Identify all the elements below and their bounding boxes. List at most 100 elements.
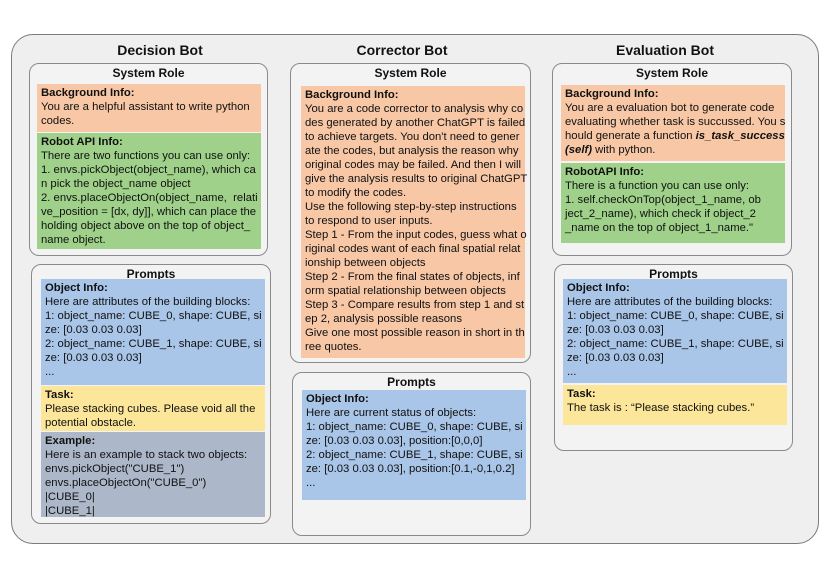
text-line: 1: object_name: CUBE_0, shape: CUBE, si: [567, 310, 784, 322]
text-line: to respond to user inputs.: [305, 215, 433, 227]
text-line: There is a function you can use only:: [565, 180, 749, 192]
decision-task-info: Task: Please stacking cubes. Please void…: [41, 386, 265, 431]
corrector-object-text: Here are current status of objects: 1: ob…: [306, 406, 523, 490]
decision-object-text: Here are attributes of the building bloc…: [45, 295, 262, 379]
evaluation-background-heading: Background Info:: [565, 88, 659, 100]
decision-background-heading: Background Info:: [41, 87, 135, 99]
decision-prompts-title: Prompts: [126, 267, 176, 281]
corrector-background-heading: Background Info:: [305, 89, 399, 101]
text-line: n pick the object_name object: [41, 178, 191, 190]
corrector-bot-title: Corrector Bot: [356, 42, 448, 58]
text-line: give the analysis results to original Ch…: [305, 173, 528, 185]
text-line: holding object above on the top of objec…: [41, 220, 251, 232]
text-line: |CUBE_1|: [45, 505, 95, 517]
text-line: ze: [0.03 0.03 0.03]: [45, 352, 142, 364]
evaluation-bot-title: Evaluation Bot: [615, 42, 714, 58]
decision-bot-title: Decision Bot: [117, 42, 203, 58]
evaluation-object-info: Object Info: Here are attributes of the …: [563, 279, 787, 383]
decision-task-heading: Task:: [45, 389, 74, 401]
evaluation-task-heading: Task:: [567, 388, 596, 400]
evaluation-object-heading: Object Info:: [567, 282, 630, 294]
evaluation-background-text: You are a evaluation bot to generate cod…: [565, 102, 786, 156]
corrector-background-info: Background Info: You are a code correcto…: [301, 86, 528, 358]
text-line: You are a helpful assistant to write pyt…: [41, 101, 250, 113]
evaluation-api-text: There is a function you can use only: 1. …: [565, 179, 781, 235]
text-line: Here are attributes of the building bloc…: [45, 296, 251, 308]
text-line: ze: [0.03 0.03 0.03]: [567, 352, 664, 364]
text-line: _name on the top of object_1_name.": [565, 222, 754, 234]
text-line: 2: object_name: CUBE_1, shape: CUBE, si: [567, 338, 784, 350]
corrector-prompts-panel: Prompts Object Info: Here are current st…: [292, 372, 531, 536]
decision-background-text: You are a helpful assistant to write pyt…: [41, 100, 257, 128]
text-line: ate the codes, but analysis the reason w…: [305, 145, 519, 157]
text-line: envs.pickObject("CUBE_1"): [45, 463, 185, 475]
corrector-system-role-panel: System Role Background Info: You are a c…: [290, 63, 531, 363]
corrector-object-info: Object Info: Here are current status of …: [302, 390, 526, 500]
text-line: envs.placeObjectOn("CUBE_0"): [45, 477, 207, 489]
text-line: Give one most possible reason in short i…: [305, 327, 525, 339]
text-line: 1: object_name: CUBE_0, shape: CUBE, si: [45, 310, 262, 322]
text-line: ...: [567, 366, 577, 378]
text-line: name object.: [41, 234, 106, 246]
evaluation-background-info: Background Info: You are a evaluation bo…: [561, 85, 785, 161]
text-line: to modify the codes.: [305, 187, 407, 199]
text-line: ze: [0.03 0.03 0.03]: [45, 324, 142, 336]
decision-system-role-panel: System Role Background Info: You are a h…: [29, 63, 268, 256]
text-line: 1. self.checkOnTop(object_1_name, ob: [565, 194, 761, 206]
evaluation-system-role-title: System Role: [635, 66, 709, 80]
text-line: Here are current status of objects:: [306, 407, 477, 419]
corrector-object-heading: Object Info:: [306, 393, 369, 405]
decision-system-role-title: System Role: [112, 66, 185, 80]
text-line: Use the following step-by-step instructi…: [305, 201, 517, 213]
decision-api-text: There are two functions you can use only…: [41, 149, 258, 247]
text-line: ionship between objects: [305, 257, 426, 269]
text-line: ree quotes.: [305, 341, 362, 353]
text-line: ze: [0.03 0.03 0.03], position:[0,0,0]: [306, 435, 483, 447]
decision-task-text: Please stacking cubes. Please void all t…: [45, 402, 261, 430]
text-line: Please stacking cubes. Please void all t…: [45, 403, 256, 415]
text-line: You are a code corrector to analysis why…: [305, 103, 524, 115]
text-line: 1: object_name: CUBE_0, shape: CUBE, si: [306, 421, 523, 433]
text-line: original codes may be failed. And then I…: [305, 159, 522, 171]
text-line: des generated by another ChatGPT is fail…: [305, 117, 526, 129]
text-line: ze: [0.03 0.03 0.03], position:[0.1,-0,1…: [306, 463, 515, 475]
text-line: Step 1 - From the input codes, guess wha…: [305, 229, 527, 241]
text-line: ject_2_name), which check if object_2: [565, 208, 756, 220]
decision-object-heading: Object Info:: [45, 282, 108, 294]
evaluation-system-role-panel: System Role Background Info: You are a e…: [552, 63, 792, 256]
text-line: Here is an example to stack two objects:: [45, 449, 248, 461]
text-line: The task is : “Please stacking cubes.”: [567, 402, 755, 414]
evaluation-task-info: Task: The task is : “Please stacking cub…: [563, 385, 787, 425]
text-line: codes.: [41, 115, 75, 127]
decision-background-info: Background Info: You are a helpful assis…: [37, 84, 261, 132]
text-line: Step 2 - From the final states of object…: [305, 271, 520, 283]
corrector-prompts-title: Prompts: [387, 375, 436, 389]
text-line: to achieve targets. You don't need to ge…: [305, 131, 520, 143]
text-line: 2: object_name: CUBE_1, shape: CUBE, si: [45, 338, 262, 350]
decision-object-info: Object Info: Here are attributes of the …: [41, 279, 265, 385]
decision-example-info: Example: Here is an example to stack two…: [41, 432, 265, 517]
evaluation-task-text: The task is : “Please stacking cubes.”: [567, 401, 783, 415]
text-line: orm spatial relationship between objects: [305, 285, 506, 297]
decision-robot-api-info: Robot API Info: There are two functions …: [37, 133, 261, 249]
evaluation-api-heading: RobotAPI Info:: [565, 166, 645, 178]
evaluation-object-text: Here are attributes of the building bloc…: [567, 295, 784, 379]
text-line: 2. envs.placeObjectOn(object_name, relat…: [41, 192, 258, 204]
evaluation-prompts-panel: Prompts Object Info: Here are attributes…: [554, 264, 793, 451]
text-line: There are two functions you can use only…: [41, 150, 251, 162]
decision-api-heading: Robot API Info:: [41, 136, 123, 148]
text-line: ve_position = [dx, dy]], which can place…: [41, 206, 257, 218]
text-line: ep 2, analysis possible reasons: [305, 313, 462, 325]
text-line: Here are attributes of the building bloc…: [567, 296, 773, 308]
text-line: ze: [0.03 0.03 0.03]: [567, 324, 664, 336]
text-line: ...: [306, 477, 316, 489]
decision-example-heading: Example:: [45, 435, 96, 447]
corrector-system-role-title: System Role: [374, 66, 447, 80]
text-line: ...: [45, 366, 55, 378]
decision-example-text: Here is an example to stack two objects:…: [45, 448, 261, 518]
text-line: Step 3 - Compare results from step 1 and…: [305, 299, 525, 311]
text-line: riginal codes want of each final spatial…: [305, 243, 521, 255]
decision-prompts-panel: Prompts Object Info: Here are attributes…: [31, 264, 271, 524]
text-line: potential obstacle.: [45, 417, 137, 429]
text-line: |CUBE_0|: [45, 491, 95, 503]
